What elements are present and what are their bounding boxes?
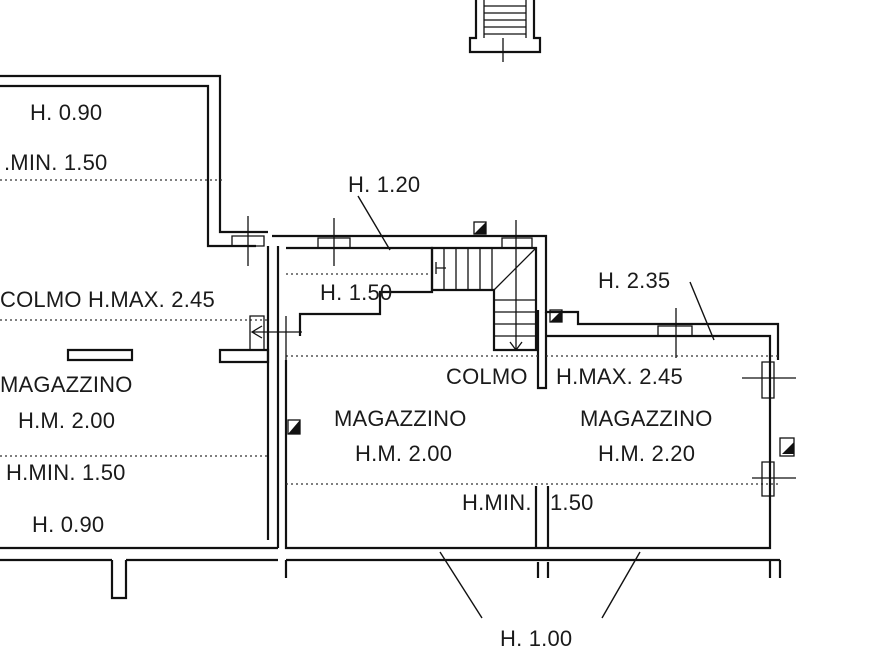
label-hmin-1-50-left-bottom: H.MIN. 1.50 xyxy=(6,460,126,485)
label-h-2-35: H. 2.35 xyxy=(598,268,671,293)
openings xyxy=(231,216,796,497)
label-h-1-00: H. 1.00 xyxy=(500,626,573,651)
label-h-0-90-bottom: H. 0.90 xyxy=(32,512,105,537)
vents xyxy=(287,221,795,457)
label-hmin-bottom: H.MIN. xyxy=(462,490,532,515)
internal-stair xyxy=(430,220,538,352)
label-h-1-50-mid: H. 1.50 xyxy=(320,280,393,305)
label-hm-2-20-right: H.M. 2.20 xyxy=(598,441,696,466)
label-1-50-bottom: 1.50 xyxy=(550,490,594,515)
label-hmin-1-50-left-top: .MIN. 1.50 xyxy=(4,150,108,175)
label-magazzino-right: MAGAZZINO xyxy=(580,406,713,431)
label-hm-2-00-center: H.M. 2.00 xyxy=(355,441,453,466)
left-room-walls xyxy=(0,74,280,600)
label-h-0-90-top: H. 0.90 xyxy=(30,100,103,125)
label-colmo-hmax-2-45-left: COLMO H.MAX. 2.45 xyxy=(0,287,215,312)
label-h-1-20: H. 1.20 xyxy=(348,172,421,197)
label-magazzino-center: MAGAZZINO xyxy=(334,406,467,431)
label-magazzino-left: MAGAZZINO xyxy=(0,372,133,397)
label-hm-2-00-left: H.M. 2.00 xyxy=(18,408,116,433)
top-stair xyxy=(468,0,542,62)
label-colmo-center: COLMO xyxy=(446,364,528,389)
leader-lines xyxy=(357,195,715,619)
label-hmax-2-45-center: H.MAX. 2.45 xyxy=(556,364,683,389)
main-room-walls xyxy=(272,234,782,578)
